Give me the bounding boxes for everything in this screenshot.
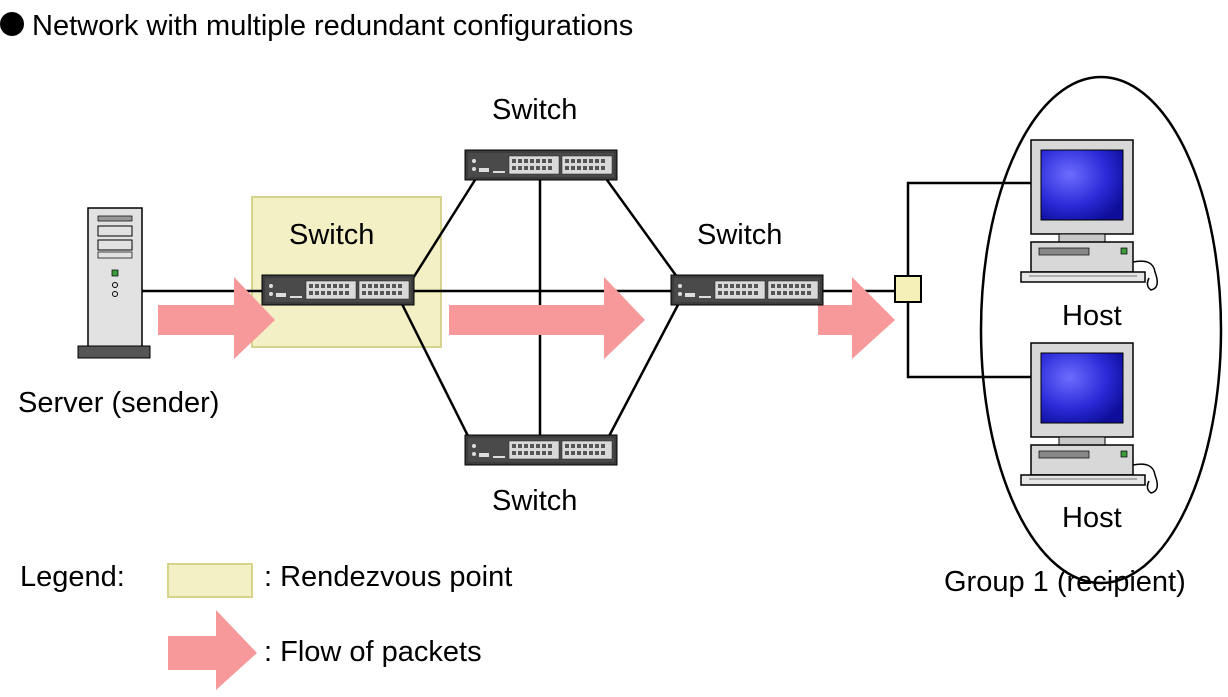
host-icon-2 (1020, 342, 1158, 494)
switch-icon-right (670, 274, 824, 306)
server-icon (77, 207, 151, 359)
bullet-icon (0, 12, 24, 36)
packet-flow-arrow-2 (449, 277, 645, 359)
switch-icon-rendezvous (261, 274, 415, 306)
packet-flow-arrows (158, 277, 895, 359)
diagram-title-text: Network with multiple redundant configur… (32, 10, 634, 42)
switch-top-label: Switch (492, 94, 578, 126)
switch-rendezvous-label: Switch (289, 219, 375, 251)
hub-icon (894, 275, 922, 303)
switch-right-label: Switch (697, 219, 783, 251)
legend-flow-label: : Flow of packets (264, 636, 482, 668)
legend-rendezvous-label: : Rendezvous point (264, 561, 513, 593)
host-2-label: Host (1062, 502, 1122, 534)
diagram-title: Network with multiple redundant configur… (0, 12, 633, 41)
switch-icon-top (464, 149, 618, 181)
packet-flow-arrow-1 (158, 277, 275, 359)
legend-flow-arrow-icon (168, 610, 257, 690)
legend-title: Legend: (20, 561, 125, 593)
server-label: Server (sender) (18, 387, 220, 419)
legend-rendezvous-swatch (167, 563, 253, 598)
switch-icon-bottom (464, 434, 618, 466)
group-ellipse (979, 75, 1223, 585)
host-icon-1 (1020, 139, 1158, 291)
switch-bottom-label: Switch (492, 485, 578, 517)
rendezvous-point-highlight (251, 196, 442, 348)
host-1-label: Host (1062, 300, 1122, 332)
group-label: Group 1 (recipient) (944, 566, 1186, 598)
packet-flow-arrow-3 (818, 277, 895, 359)
